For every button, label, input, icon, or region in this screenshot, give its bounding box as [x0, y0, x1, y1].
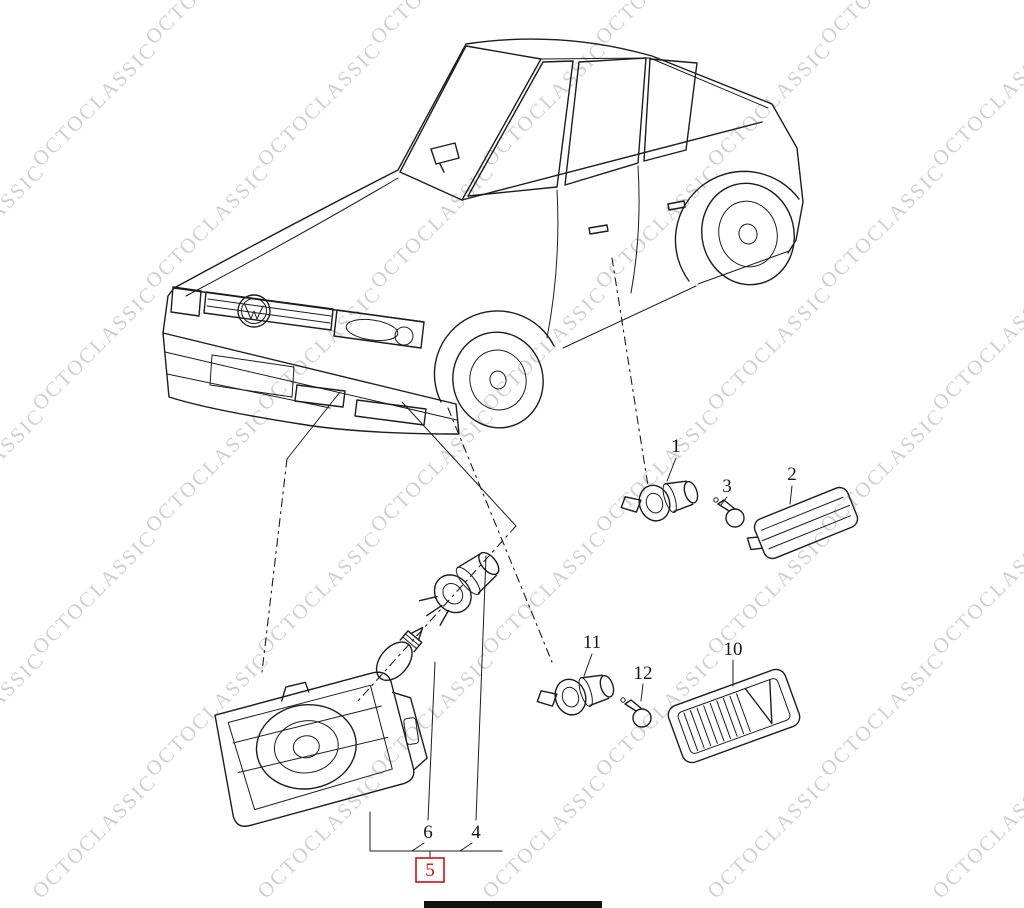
front-door-handle — [588, 224, 609, 235]
callout-4[interactable]: 4 — [471, 822, 481, 843]
vw-emblem — [237, 294, 271, 328]
bulb-holder-part-11 — [532, 665, 619, 726]
side-marker-reflector-part-10 — [667, 668, 801, 764]
windshield — [399, 45, 542, 201]
callout-6[interactable]: 6 — [423, 822, 433, 843]
leader-from-bumper-left — [286, 391, 341, 460]
assembly-axis — [356, 525, 517, 703]
front-door-seam — [546, 189, 559, 339]
bulb-part-12 — [620, 697, 652, 728]
callout-12-tick — [640, 683, 644, 702]
roof-side-edge — [540, 57, 769, 109]
callout-11[interactable]: 11 — [583, 632, 601, 653]
bulb-holder-part-1 — [616, 471, 703, 532]
car-body-outline — [162, 38, 804, 334]
rear-door-seam — [630, 165, 640, 294]
bulb-part-3 — [713, 497, 745, 528]
rear-wheel — [700, 182, 796, 286]
rear-skirt-line — [697, 250, 790, 285]
quarter-window — [643, 58, 698, 162]
callout-1[interactable]: 1 — [671, 436, 681, 457]
vw-emblem-ring — [241, 298, 267, 324]
callout-1-tick — [666, 457, 677, 482]
car-illustration — [162, 38, 804, 435]
callout-4-bracket-tick — [459, 842, 473, 852]
grille-slats — [206, 298, 332, 324]
beltline — [461, 121, 763, 201]
headlight-right-lens — [345, 318, 399, 342]
callout-6-bracket-tick — [411, 842, 425, 852]
callout-11-tick — [583, 653, 593, 677]
callout-bracket — [369, 811, 503, 852]
callout-4-line — [475, 555, 487, 821]
rear-door-window — [564, 57, 647, 186]
callout-2-tick — [789, 485, 793, 505]
side-mirror — [430, 142, 460, 173]
front-bulb-holder — [418, 551, 500, 626]
callout-10[interactable]: 10 — [724, 639, 743, 660]
headlight-left — [170, 286, 202, 317]
callout-12[interactable]: 12 — [634, 663, 653, 684]
callout-3[interactable]: 3 — [722, 476, 732, 497]
rocker-line — [562, 285, 697, 349]
turn-signal-bulb — [375, 626, 424, 681]
callouts: 1 3 2 11 12 10 6 4 5 — [369, 436, 797, 883]
grille — [203, 291, 334, 331]
bumper-slot-turn-signal — [354, 399, 427, 426]
headlight-right — [333, 309, 425, 349]
front-wheel — [452, 331, 544, 429]
front-door-window — [467, 60, 574, 197]
callout-6-line — [427, 661, 436, 821]
bottom-bar — [424, 901, 602, 908]
leader-to-part-1 — [611, 257, 649, 487]
leader-to-fog-lamp — [261, 458, 288, 673]
leader-to-part-11 — [447, 407, 553, 663]
rear-wheel-arch — [674, 170, 800, 282]
callout-3-tick — [720, 496, 728, 506]
headlight-right-bulb — [394, 326, 414, 346]
leader-from-bumper-right — [401, 401, 517, 527]
rear-door-handle — [667, 200, 686, 211]
selected-part-box[interactable] — [415, 857, 445, 883]
callout-2[interactable]: 2 — [787, 464, 797, 485]
bumper-slot-left — [294, 384, 346, 408]
callout-5[interactable]: 5 — [425, 860, 435, 881]
side-marker-lens-part-2 — [746, 486, 859, 560]
vw-emblem-letters — [244, 304, 264, 320]
license-plate-recess — [209, 354, 295, 398]
front-wheel-arch — [433, 310, 555, 403]
fog-lamp-housing-part-5 — [214, 671, 428, 827]
bumper-crease-upper — [164, 351, 458, 421]
hood-seam — [185, 177, 399, 297]
front-bumper — [162, 332, 460, 435]
